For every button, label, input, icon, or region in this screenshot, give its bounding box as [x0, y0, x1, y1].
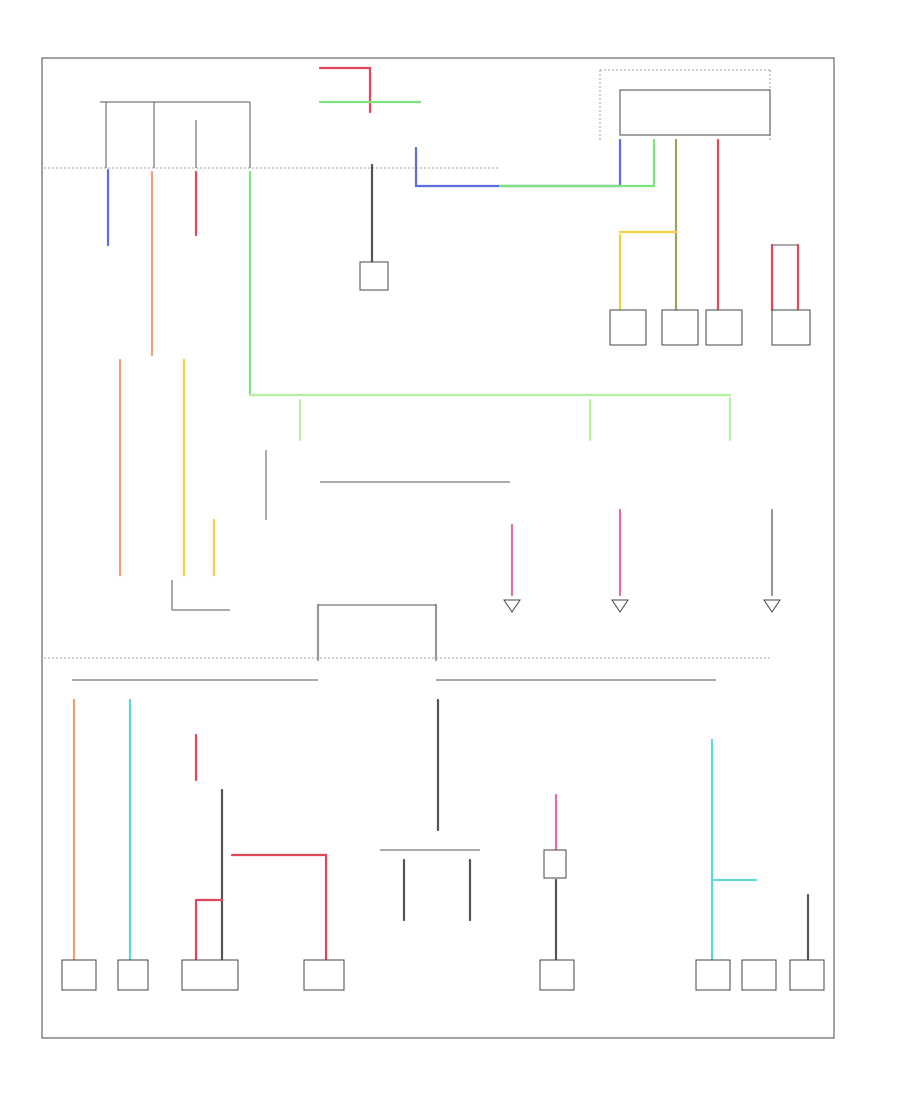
- diagram-frame: [41, 57, 835, 1039]
- lower-box-4: [303, 959, 345, 991]
- lower-box-3: [181, 959, 239, 991]
- wire-red-lower-3: [230, 853, 328, 962]
- relay-module-lower: [543, 849, 567, 879]
- top-right-box-1: [609, 309, 647, 346]
- lower-box-2: [117, 959, 149, 991]
- wire-green-relay: [498, 138, 656, 188]
- wire-blue-long: [414, 138, 622, 188]
- top-right-box-3: [705, 309, 743, 346]
- lower-box-8: [789, 959, 825, 991]
- lower-box-7: [741, 959, 777, 991]
- top-right-box-4: [771, 309, 811, 346]
- lower-box-6: [695, 959, 731, 991]
- relay-housing: [619, 89, 771, 136]
- lower-box-1: [61, 959, 97, 991]
- center-top-module: [359, 261, 389, 291]
- wire-red-top: [318, 66, 372, 114]
- lower-box-5: [539, 959, 575, 991]
- horn-2: [611, 599, 629, 613]
- top-right-box-2: [661, 309, 699, 346]
- horn-3: [763, 599, 781, 613]
- horn-1: [503, 599, 521, 613]
